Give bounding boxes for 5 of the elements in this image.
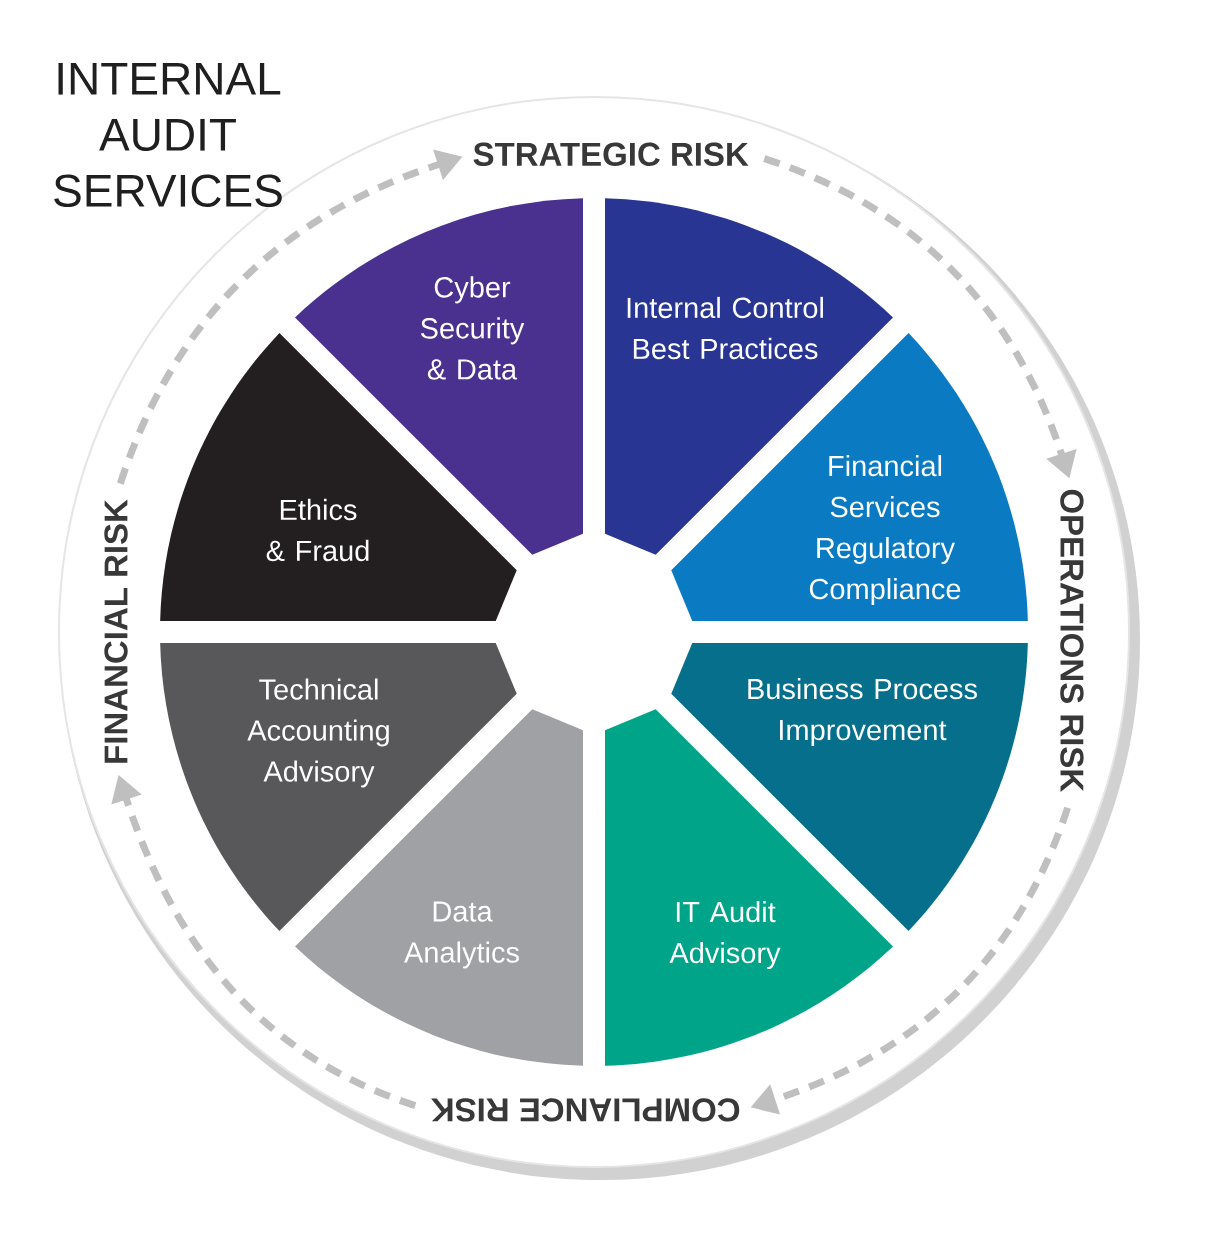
risk-label: OPERATIONS RISK	[1060, 489, 1084, 792]
risk-label: COMPLIANCE RISK	[431, 1098, 740, 1122]
risk-label: STRATEGIC RISK	[473, 142, 749, 166]
title: INTERNAL AUDIT SERVICES	[54, 62, 282, 208]
risk-label: FINANCIAL RISK	[104, 499, 128, 763]
